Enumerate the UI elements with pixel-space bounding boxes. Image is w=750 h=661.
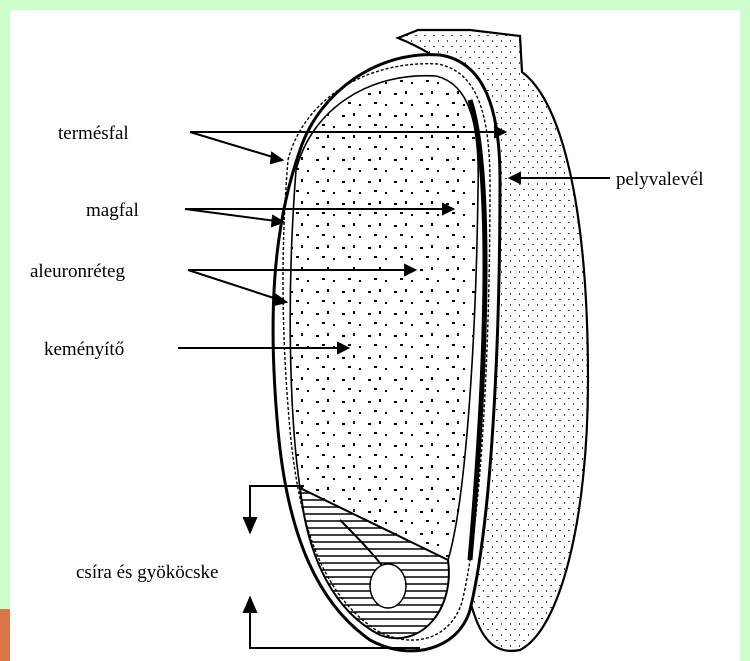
endosperm — [290, 76, 478, 560]
label-starch: keményítő — [44, 339, 124, 360]
label-seed-coat: magfal — [86, 200, 139, 221]
label-pericarp: termésfal — [58, 123, 129, 144]
label-aleurone: aleuronréteg — [30, 261, 125, 282]
label-husk: pelyvalevél — [616, 169, 704, 190]
label-embryo: csíra és gyököcske — [76, 562, 218, 583]
embryo-core — [370, 564, 406, 608]
